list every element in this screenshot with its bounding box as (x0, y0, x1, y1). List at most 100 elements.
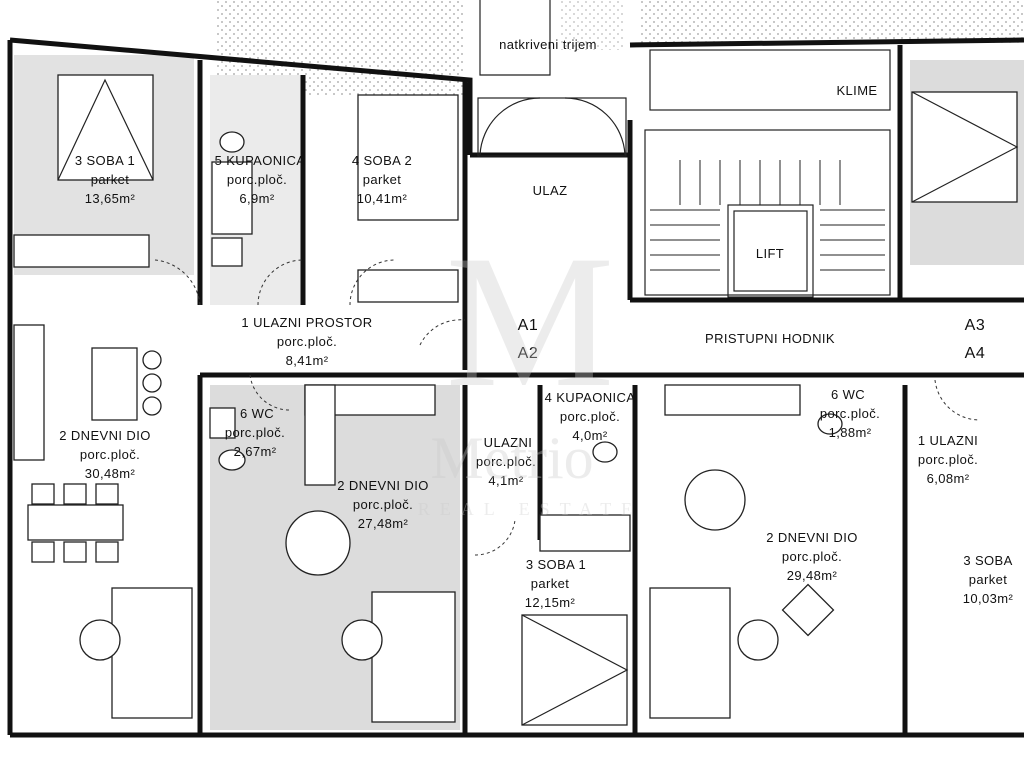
svg-text:4 KUPAONICA: 4 KUPAONICA (545, 390, 636, 405)
label-lift: LIFT (756, 246, 784, 261)
lift-car (733, 210, 808, 292)
svg-text:porc.ploč.: porc.ploč. (918, 452, 978, 467)
svg-text:parket: parket (363, 172, 402, 187)
bed-left-x (57, 78, 154, 181)
room-label-dnevni-dio-a1: 2 DNEVNI DIO porc.ploč. 30,48m² (59, 428, 150, 481)
room-label-ulazni-prostor: 1 ULAZNI PROSTOR porc.ploč. 8,41m² (241, 315, 372, 368)
label-a1: A1 (518, 317, 539, 334)
room-label-wc-a4: 6 WC porc.ploč. 1,88m² (820, 387, 880, 440)
room-label-wc-a1: 6 WC porc.ploč. 2,67m² (225, 406, 285, 459)
svg-text:porc.ploč.: porc.ploč. (476, 454, 536, 469)
room-label-soba-a4: 3 SOBA parket 10,03m² (963, 553, 1014, 606)
side-table-right (781, 583, 835, 637)
sofa-right (649, 587, 731, 719)
svg-text:2,67m²: 2,67m² (234, 444, 277, 459)
room-label-ulazni-a4: 1 ULAZNI porc.ploč. 6,08m² (918, 433, 978, 486)
room-label-ulazni-a2: ULAZNI porc.ploč. 4,1m² (476, 435, 536, 488)
room-label-soba-2-a1: 4 SOBA 2 parket 10,41m² (352, 153, 412, 206)
svg-text:porc.ploč.: porc.ploč. (782, 549, 842, 564)
terrain-top-mid (560, 0, 625, 50)
svg-text:6 WC: 6 WC (831, 387, 865, 402)
svg-text:Metrio: Metrio (430, 425, 593, 491)
door-swing-3 (349, 259, 396, 306)
svg-text:10,03m²: 10,03m² (963, 591, 1014, 606)
stair-well (644, 129, 891, 296)
door-swing-5 (249, 374, 291, 411)
svg-text:13,65m²: 13,65m² (85, 191, 136, 206)
door-swing-2 (257, 259, 304, 306)
svg-text:2 DNEVNI DIO: 2 DNEVNI DIO (766, 530, 857, 545)
sofa-a2 (371, 591, 456, 723)
sink-bath (211, 237, 243, 267)
svg-text:porc.ploč.: porc.ploč. (80, 447, 140, 462)
svg-text:6,08m²: 6,08m² (927, 471, 970, 486)
svg-text:REAL ESTATE: REAL ESTATE (418, 499, 642, 519)
svg-text:12,15m²: 12,15m² (525, 595, 576, 610)
svg-text:30,48m²: 30,48m² (85, 466, 136, 481)
svg-text:29,48m²: 29,48m² (787, 568, 838, 583)
watermark-logo: M Metrio REAL ESTATE (418, 217, 642, 519)
svg-text:ULAZNI: ULAZNI (484, 435, 533, 450)
round-table-a2 (285, 510, 351, 576)
wall-outer-top-left (9, 37, 473, 155)
svg-text:porc.ploč.: porc.ploč. (225, 425, 285, 440)
dining-chairs-left (31, 483, 119, 563)
label-klime: KLIME (836, 83, 877, 98)
svg-text:1 ULAZNI PROSTOR: 1 ULAZNI PROSTOR (241, 315, 372, 330)
porch-doors (477, 97, 627, 157)
sink-wc-a1 (209, 407, 236, 439)
svg-text:3 SOBA 1: 3 SOBA 1 (526, 557, 586, 572)
svg-text:1,88m²: 1,88m² (829, 425, 872, 440)
room-label-soba-1-a1: 3 SOBA 1 parket 13,65m² (75, 153, 136, 206)
label-trijem: natkriveni trijem (499, 37, 597, 52)
svg-text:porc.ploč.: porc.ploč. (227, 172, 287, 187)
counter-left-unit (13, 324, 45, 461)
bed-soba-2 (357, 94, 459, 221)
bed-right-x (911, 91, 1019, 203)
wardrobe-soba-2 (357, 269, 459, 303)
svg-text:6 WC: 6 WC (240, 406, 274, 421)
klime-box (649, 49, 891, 111)
label-a3: A3 (965, 317, 986, 334)
bed-right (911, 91, 1018, 203)
dining-table-left (27, 504, 124, 541)
svg-text:4,1m²: 4,1m² (488, 473, 524, 488)
sofa-left (111, 587, 193, 719)
svg-text:parket: parket (969, 572, 1008, 587)
room-label-dnevni-dio-a2: 2 DNEVNI DIO porc.ploč. 27,48m² (337, 478, 428, 531)
coffee-table-left (79, 619, 121, 661)
bar-stools (142, 350, 162, 416)
svg-text:parket: parket (91, 172, 130, 187)
svg-text:2 DNEVNI DIO: 2 DNEVNI DIO (337, 478, 428, 493)
toilet-wc-right (817, 413, 843, 435)
door-swing-1 (154, 259, 201, 306)
wall-outer-top-right (629, 37, 1024, 48)
svg-text:1 ULAZNI: 1 ULAZNI (918, 433, 978, 448)
porch-door-swing (479, 97, 626, 156)
svg-text:3 SOBA: 3 SOBA (963, 553, 1012, 568)
bed-left (57, 74, 154, 181)
wardrobe-a2 (539, 514, 631, 552)
svg-text:8,41m²: 8,41m² (286, 353, 329, 368)
lift-shaft (727, 204, 814, 298)
label-ulaz: ULAZ (533, 183, 568, 198)
svg-text:porc.ploč.: porc.ploč. (820, 406, 880, 421)
bathtub (211, 161, 253, 235)
round-table-right (684, 469, 746, 531)
room-label-soba-1-a2: 3 SOBA 1 parket 12,15m² (525, 557, 586, 610)
counter-a2-vertical (304, 384, 336, 486)
door-swing-4 (419, 319, 466, 346)
toilet-wc-a1 (218, 449, 246, 471)
door-swing-6 (474, 519, 516, 556)
room-label-dnevni-dio-a4: 2 DNEVNI DIO porc.ploč. 29,48m² (766, 530, 857, 583)
svg-text:4 SOBA 2: 4 SOBA 2 (352, 153, 412, 168)
door-swing-7 (934, 379, 981, 421)
counter-right (664, 384, 801, 416)
room-label-kupaonica-a1: 5 KUPAONICA porc.ploč. 6,9m² (215, 153, 305, 206)
svg-text:porc.ploč.: porc.ploč. (277, 334, 337, 349)
bed-soba-1-a2 (521, 614, 628, 726)
coffee-table-right (737, 619, 779, 661)
porch-roof (479, 0, 551, 76)
svg-text:2 DNEVNI DIO: 2 DNEVNI DIO (59, 428, 150, 443)
